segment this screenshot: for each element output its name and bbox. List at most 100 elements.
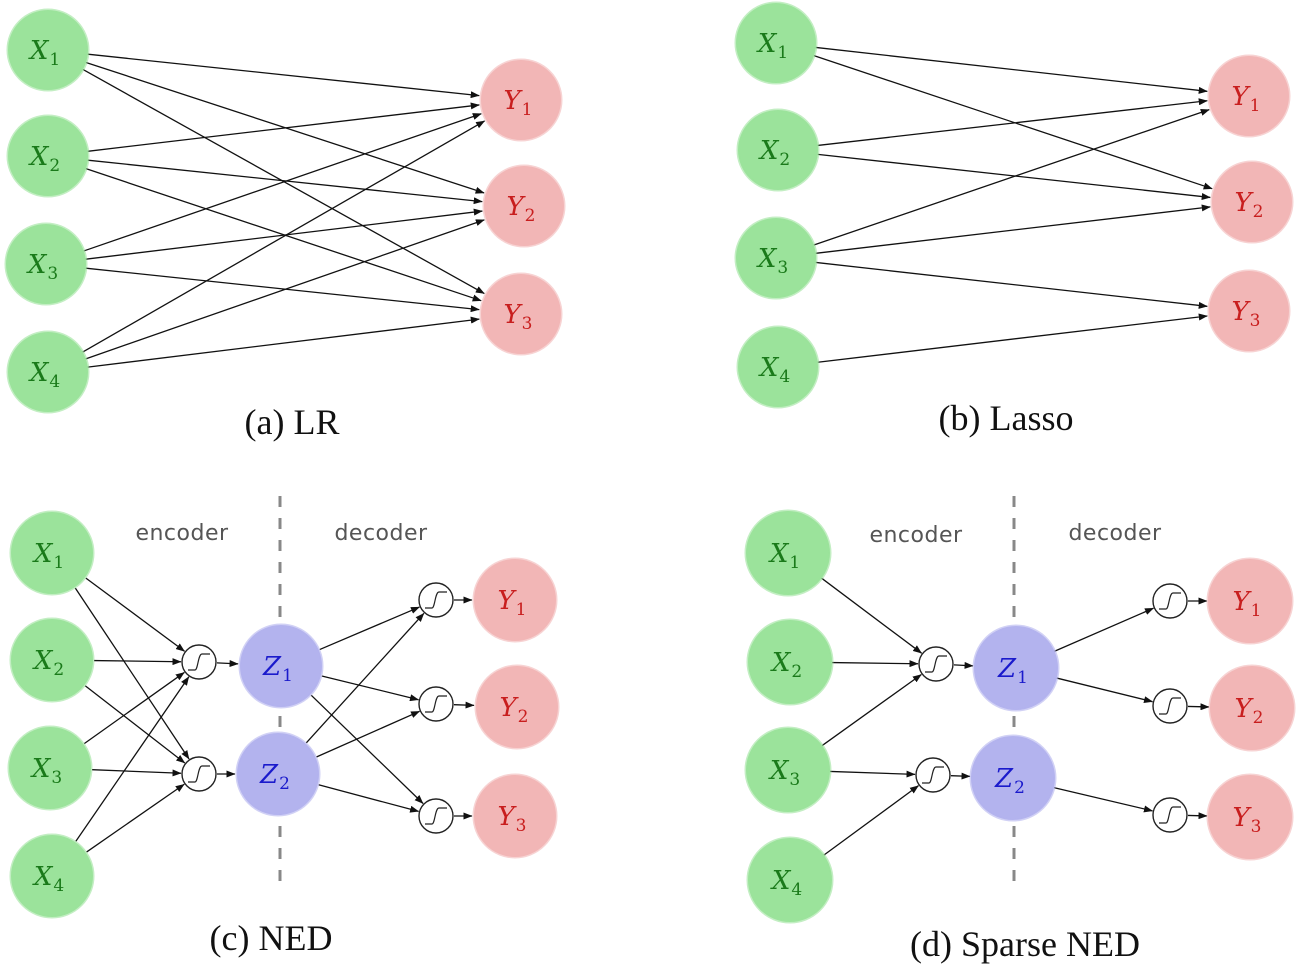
node-y1-panel-d: Y1 bbox=[1206, 557, 1294, 645]
node-label: X1 bbox=[32, 539, 64, 573]
node-label: X2 bbox=[770, 648, 802, 682]
node-circle bbox=[6, 330, 90, 414]
dec-edge-z2-y3-panel-d bbox=[1053, 787, 1153, 813]
enc-edge-x1-z2-panel-c bbox=[74, 587, 190, 760]
node-label: X2 bbox=[32, 646, 64, 680]
enc-edge-x2-z2-panel-c bbox=[84, 685, 186, 764]
node-y1-panel-c: Y1 bbox=[472, 557, 558, 643]
enc-edge-x3-z2-panel-c bbox=[91, 769, 182, 777]
node-y2-panel-b: Y2 bbox=[1210, 160, 1294, 244]
node-label: X4 bbox=[32, 862, 64, 896]
node-x1-panel-d: X1 bbox=[744, 509, 832, 597]
decoder-sigmoid-activation-icon-3-panel-c bbox=[418, 798, 454, 834]
act-edge-z1-panel-c bbox=[216, 659, 239, 667]
edge-x1-y2-panel-b bbox=[813, 55, 1213, 190]
node-circle bbox=[474, 664, 560, 750]
enc-edge-x3-z2-panel-d bbox=[829, 770, 916, 778]
node-label: Y2 bbox=[1235, 694, 1264, 728]
node-circle bbox=[736, 108, 820, 192]
node-circle bbox=[744, 726, 832, 814]
node-y3-panel-a: Y3 bbox=[479, 272, 563, 356]
node-label: Z2 bbox=[994, 764, 1025, 798]
enc-edge-x1-z1-panel-d bbox=[821, 577, 922, 654]
node-x1-panel-c: X1 bbox=[9, 510, 95, 596]
node-x1-panel-b: X1 bbox=[734, 1, 818, 85]
node-circle bbox=[746, 836, 834, 924]
edge-x2-y1-panel-a bbox=[87, 102, 480, 152]
node-x2-panel-c: X2 bbox=[9, 617, 95, 703]
node-label: Y3 bbox=[504, 300, 533, 334]
dec-edge-z2-y3-panel-c bbox=[318, 784, 420, 813]
decoder-sigmoid-activation-icon-1-panel-c bbox=[418, 582, 454, 618]
edge-x3-y2-panel-b bbox=[815, 204, 1211, 254]
node-label: X3 bbox=[26, 250, 58, 284]
node-x4-panel-c: X4 bbox=[9, 833, 95, 919]
node-label: X1 bbox=[768, 539, 800, 573]
edge-x3-y3-panel-a bbox=[85, 267, 480, 313]
decoder-sigmoid-activation-icon-2-panel-d bbox=[1152, 688, 1188, 724]
edge-x4-y3-panel-a bbox=[87, 316, 480, 368]
edge-x4-y3-panel-b bbox=[817, 313, 1208, 363]
decoder-sigmoid-activation-icon-1-panel-d bbox=[1152, 583, 1188, 619]
node-circle bbox=[479, 58, 563, 142]
decoder-label-sparse-ned: decoder bbox=[1068, 521, 1162, 546]
enc-edge-x2-z1-panel-d bbox=[831, 660, 919, 668]
node-label: X4 bbox=[770, 866, 802, 900]
edge-x4-y1-panel-a bbox=[82, 120, 486, 353]
node-x2-panel-a: X2 bbox=[6, 114, 90, 198]
node-circle bbox=[969, 734, 1057, 822]
node-label: Z1 bbox=[262, 652, 293, 686]
encoder-sigmoid-activation-icon-2-panel-d bbox=[915, 757, 951, 793]
caption-sparse-ned: (d) Sparse NED bbox=[910, 924, 1140, 964]
node-x2-panel-d: X2 bbox=[746, 618, 834, 706]
node-label: Y3 bbox=[1233, 803, 1262, 837]
node-circle bbox=[9, 510, 95, 596]
edge-x4-y2-panel-a bbox=[85, 219, 485, 360]
enc-edge-x4-z2-panel-d bbox=[823, 785, 919, 856]
node-label: X1 bbox=[28, 36, 60, 70]
node-z1-panel-c: Z1 bbox=[238, 623, 324, 709]
encoder-label-sparse-ned: encoder bbox=[869, 523, 963, 548]
edges-layer bbox=[74, 46, 1213, 882]
node-circle bbox=[1206, 773, 1294, 861]
act-edge-y2-panel-c bbox=[453, 701, 475, 709]
node-label: X4 bbox=[758, 353, 790, 387]
encoder-sigmoid-activation-icon-1-panel-d bbox=[918, 646, 954, 682]
node-x4-panel-a: X4 bbox=[6, 330, 90, 414]
node-circle bbox=[736, 325, 820, 409]
dec-edge-z1-y1-panel-c bbox=[319, 606, 420, 651]
dec-edge-z1-y1-panel-d bbox=[1054, 607, 1154, 652]
node-y3-panel-c: Y3 bbox=[472, 773, 558, 859]
node-circle bbox=[734, 1, 818, 85]
node-circle bbox=[482, 164, 566, 248]
dec-edge-z1-y3-panel-c bbox=[310, 694, 424, 804]
edge-x1-y1-panel-a bbox=[87, 53, 480, 99]
node-z2-panel-d: Z2 bbox=[969, 734, 1057, 822]
node-circle bbox=[235, 731, 321, 817]
node-label: Y3 bbox=[498, 802, 527, 836]
node-label: X2 bbox=[758, 136, 790, 170]
edge-x3-y2-panel-a bbox=[85, 208, 483, 260]
node-label: X3 bbox=[768, 756, 800, 790]
node-y2-panel-d: Y2 bbox=[1208, 664, 1296, 752]
act-edge-y2-panel-d bbox=[1187, 703, 1210, 711]
node-circle bbox=[6, 114, 90, 198]
edge-x1-y1-panel-b bbox=[815, 46, 1208, 94]
node-label: X2 bbox=[28, 142, 60, 176]
node-x3-panel-b: X3 bbox=[734, 216, 818, 300]
caption-lasso: (b) Lasso bbox=[939, 398, 1074, 438]
encoder-sigmoid-activation-icon-2-panel-c bbox=[181, 756, 217, 792]
edge-x3-y1-panel-b bbox=[813, 108, 1210, 246]
node-label: Y2 bbox=[500, 693, 529, 727]
node-circle bbox=[472, 773, 558, 859]
node-y1-panel-a: Y1 bbox=[479, 58, 563, 142]
node-label: Y2 bbox=[1235, 188, 1264, 222]
edge-x2-y1-panel-b bbox=[817, 98, 1208, 147]
node-label: Z1 bbox=[997, 654, 1028, 688]
enc-edge-x4-z2-panel-c bbox=[86, 783, 185, 853]
node-label: Y1 bbox=[1232, 82, 1261, 116]
dec-edge-z2-y1-panel-c bbox=[305, 612, 425, 744]
decoder-sigmoid-activation-icon-3-panel-d bbox=[1152, 797, 1188, 833]
node-label: Y3 bbox=[1232, 297, 1261, 331]
